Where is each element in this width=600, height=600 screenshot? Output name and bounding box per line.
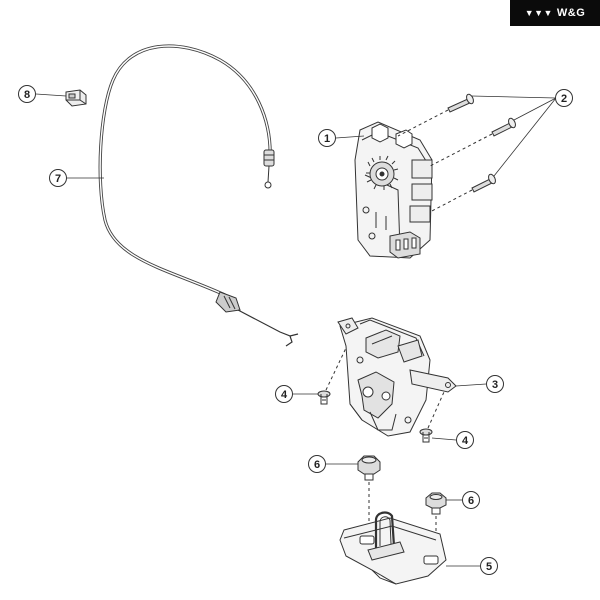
hood-latch-part-3 — [337, 317, 457, 437]
callouts: 1 2 3 4 4 5 6 — [18, 85, 573, 575]
brand-mark-icon: ▼▼▼ — [524, 8, 553, 18]
leader-lines — [35, 93, 557, 567]
screws-part-2 — [397, 93, 516, 213]
clip-part-8 — [65, 89, 87, 107]
callout-6-left: 6 — [308, 455, 326, 473]
callout-1: 1 — [318, 129, 336, 147]
lock-actuator-part-1 — [354, 121, 433, 259]
svg-text:4: 4 — [462, 435, 469, 447]
brand-name: W&G — [556, 7, 586, 19]
release-cable-part-7 — [98, 44, 299, 347]
callout-2: 2 — [555, 89, 573, 107]
svg-text:3: 3 — [492, 379, 498, 391]
svg-text:2: 2 — [561, 93, 567, 105]
svg-text:7: 7 — [55, 173, 61, 185]
callout-5: 5 — [480, 557, 498, 575]
brand-logo: ▼▼▼ W&G — [510, 0, 600, 26]
svg-text:1: 1 — [324, 133, 330, 145]
callout-4-left: 4 — [275, 385, 293, 403]
bolts-part-6 — [357, 455, 447, 550]
svg-text:6: 6 — [468, 495, 474, 507]
svg-text:8: 8 — [24, 89, 30, 101]
svg-text:4: 4 — [281, 389, 288, 401]
screws-part-4 — [317, 347, 445, 443]
callout-6-right: 6 — [462, 491, 480, 509]
striker-plate-part-5 — [339, 511, 447, 585]
svg-text:6: 6 — [314, 459, 320, 471]
svg-text:5: 5 — [486, 561, 492, 573]
callout-3: 3 — [486, 375, 504, 393]
callout-4-right: 4 — [456, 431, 474, 449]
callout-8: 8 — [18, 85, 36, 103]
callout-7: 7 — [49, 169, 67, 187]
